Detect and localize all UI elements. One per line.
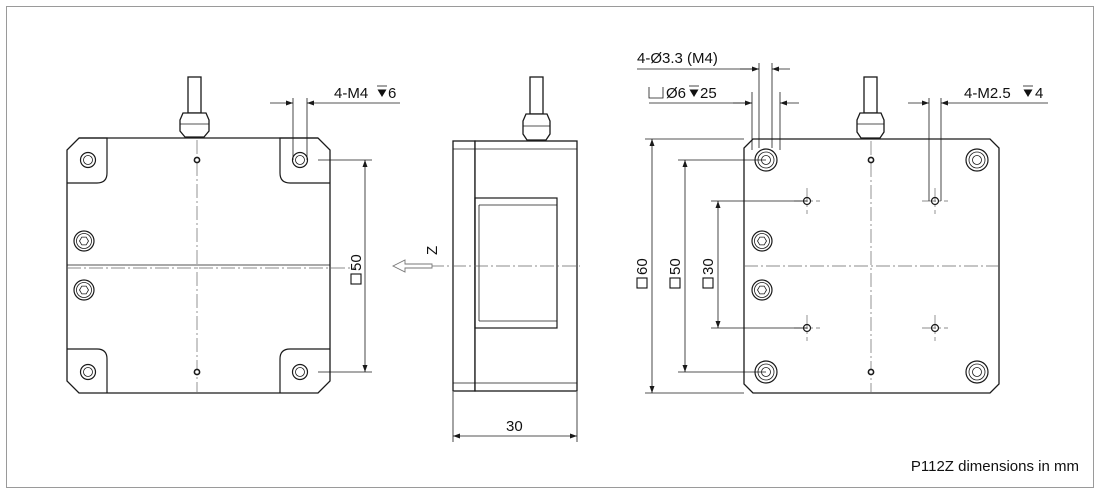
front-m4-hole — [291, 151, 309, 169]
rear-counterbore-depth: 25 — [700, 85, 717, 102]
side-moving-stage — [474, 197, 558, 329]
front-hole-callout: 4-M4 — [334, 85, 368, 102]
front-corner-pocket-bl — [67, 348, 108, 393]
front-m4-hole — [79, 151, 97, 169]
rear-m25-hole — [922, 315, 948, 341]
front-corner-pocket-tl — [67, 137, 108, 184]
counterbore-symbol — [648, 87, 664, 99]
rear-cable — [856, 76, 885, 139]
front-view: 4-M4 6 50 — [66, 76, 400, 394]
rear-size-outer-label: 60 — [634, 258, 651, 275]
rear-socket-screw — [751, 230, 773, 252]
front-size-dimension: 50 — [348, 254, 365, 285]
front-small-hole — [193, 368, 201, 376]
front-small-hole — [193, 156, 201, 164]
rear-counterbore-label: Ø6 — [666, 85, 686, 102]
rear-m25-hole — [922, 188, 948, 214]
rear-size-inner-dimension: 30 — [700, 258, 717, 289]
rear-hole-depth-2: 4 — [1035, 85, 1043, 102]
z-axis-arrow — [391, 259, 433, 273]
rear-counterbore-hole — [965, 360, 989, 384]
front-m4-hole — [79, 363, 97, 381]
drawing-frame — [6, 6, 1094, 488]
rear-view: 4-Ø3.3 (M4) Ø6 25 4-M2.5 4 60 — [634, 50, 1048, 394]
front-hole-depth: 6 — [388, 85, 396, 102]
front-m4-hole — [291, 363, 309, 381]
side-width-label: 30 — [506, 418, 523, 435]
rear-counterbore-hole — [965, 148, 989, 172]
front-corner-pocket-tr — [279, 137, 330, 184]
front-corner-pocket-br — [279, 348, 330, 393]
depth-symbol — [1023, 85, 1033, 97]
rear-size-inner-label: 30 — [700, 258, 717, 275]
drawing-caption: P112Z dimensions in mm — [911, 458, 1079, 475]
front-cable — [179, 76, 210, 138]
front-socket-screw — [73, 230, 95, 252]
rear-hole-callout-1: 4-Ø3.3 (M4) — [637, 50, 718, 67]
depth-symbol — [377, 85, 387, 97]
rear-hole-callout-2: 4-M2.5 — [964, 85, 1011, 102]
side-view: Z 30 — [391, 76, 580, 442]
rear-size-mid-dimension: 50 — [667, 258, 684, 289]
rear-socket-screw — [751, 279, 773, 301]
front-socket-screw — [73, 279, 95, 301]
front-size-label: 50 — [348, 254, 365, 271]
side-cable — [522, 76, 551, 141]
rear-size-mid-label: 50 — [667, 258, 684, 275]
rear-small-hole — [867, 156, 875, 164]
z-axis-label: Z — [424, 246, 441, 255]
rear-size-outer-dimension: 60 — [634, 258, 651, 289]
depth-symbol — [689, 85, 699, 97]
rear-small-hole — [867, 368, 875, 376]
front-body — [66, 137, 331, 394]
